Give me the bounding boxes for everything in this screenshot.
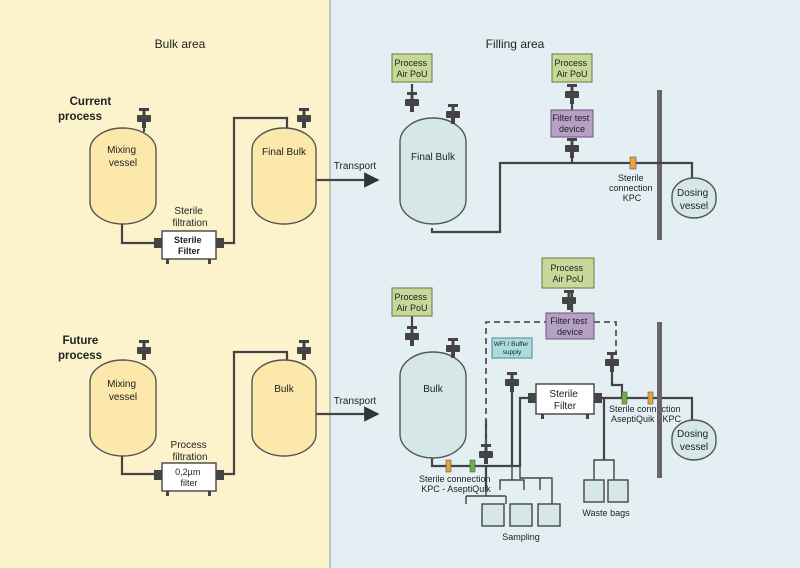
future-mixing-vessel	[89, 359, 157, 457]
future-process-air-left-label: Process Air PoU	[394, 292, 429, 313]
current-filter-label: Sterile Filter	[174, 235, 204, 256]
future-process-title: Future process	[58, 335, 102, 362]
future-dosing-vessel	[671, 419, 717, 461]
current-filter-vent-icon	[208, 259, 211, 264]
current-process-air-left	[391, 53, 433, 83]
current-final-bulk-vessel	[251, 127, 317, 225]
current-final-bulk-filling-vessel	[399, 117, 467, 225]
waste-bags	[583, 459, 629, 503]
future-filter-test-label: Filter test device	[550, 316, 590, 337]
sampling-label: Sampling	[502, 532, 540, 542]
future-filter-label: 0,2µm filter	[175, 467, 203, 488]
current-final-bulk-filling-label: Final Bulk	[411, 152, 456, 163]
bulk-area-title: Bulk area	[155, 37, 206, 51]
current-dosing-label: Dosing vessel	[677, 188, 711, 212]
future-filtration-label: Process filtration	[171, 440, 210, 463]
sampling-bags	[465, 466, 561, 527]
future-sterile-filter	[535, 383, 595, 415]
future-bulk-vessel	[251, 359, 317, 457]
future-aseptiquik-connector-bottom-icon	[469, 459, 476, 473]
current-sterile-filter	[161, 230, 217, 260]
future-sterile-filter-vent-icon	[586, 414, 589, 419]
current-process-title: Current process	[58, 96, 114, 123]
current-mixing-label: Mixing vessel	[107, 145, 139, 169]
future-bulk-label: Bulk	[274, 384, 294, 395]
future-conn-bottom-label: Sterile connection KPC - AseptiQuik	[419, 474, 493, 494]
future-bulk-filling-vessel	[399, 351, 467, 459]
future-conn-right-label: Sterile connection AseptiQuik - KPC	[609, 404, 683, 424]
future-process-air-top	[541, 257, 595, 289]
future-kpc-connector-bottom-icon	[445, 459, 452, 473]
current-dosing-vessel	[671, 177, 717, 219]
future-aseptiquik-connector-right-icon	[621, 391, 628, 405]
future-kpc-connector-right-icon	[647, 391, 654, 405]
future-wfi-label: WFI / Buffer supply	[494, 341, 530, 356]
future-filter-test-device	[545, 312, 595, 340]
future-sterile-filter-outlet-icon	[594, 393, 602, 403]
current-filter-test-label: Filter test device	[552, 113, 592, 134]
future-mixing-label: Mixing vessel	[107, 379, 139, 403]
current-process-air-right	[551, 53, 593, 83]
current-transport-label: Transport	[334, 161, 377, 172]
future-sterile-filter-inlet-icon	[528, 393, 536, 403]
current-mixing-vessel	[89, 127, 157, 225]
current-isolator-wall	[657, 90, 662, 240]
future-process-air-left	[391, 287, 433, 317]
future-transport-label: Transport	[334, 396, 377, 407]
future-process-air-top-label: Process Air PoU	[550, 263, 585, 284]
future-filter-vent-icon	[208, 491, 211, 496]
current-filter-outlet-icon	[216, 238, 224, 248]
current-sterile-connection-label: Sterile connection KPC	[609, 173, 655, 203]
current-filter-inlet-icon	[154, 238, 162, 248]
future-filter-inlet-icon	[154, 470, 162, 480]
future-sterile-filter-label: Sterile Filter	[549, 389, 580, 412]
future-sterile-filter-drain-icon	[541, 414, 544, 419]
current-process-air-right-label: Process Air PoU	[554, 58, 589, 79]
filling-area-title: Filling area	[486, 37, 545, 51]
current-filter-test-device	[550, 109, 594, 138]
future-filter-outlet-icon	[216, 470, 224, 480]
current-final-bulk-label: Final Bulk	[262, 147, 307, 158]
future-isolator-wall	[657, 322, 662, 478]
current-process-air-left-label: Process Air PoU	[394, 58, 429, 79]
future-bulk-filling-label: Bulk	[423, 384, 443, 395]
future-dosing-label: Dosing vessel	[677, 429, 711, 453]
future-process: Future process Mixing vessel Process fil…	[58, 257, 717, 542]
future-filter-drain-icon	[166, 491, 169, 496]
current-filter-drain-icon	[166, 259, 169, 264]
current-process: Current process Mixing vessel Sterile fi…	[58, 53, 717, 264]
waste-bags-label: Waste bags	[582, 508, 630, 518]
current-filtration-label: Sterile filtration	[172, 206, 207, 229]
current-kpc-connector-icon	[629, 156, 637, 170]
future-wfi-buffer-supply	[491, 337, 533, 359]
